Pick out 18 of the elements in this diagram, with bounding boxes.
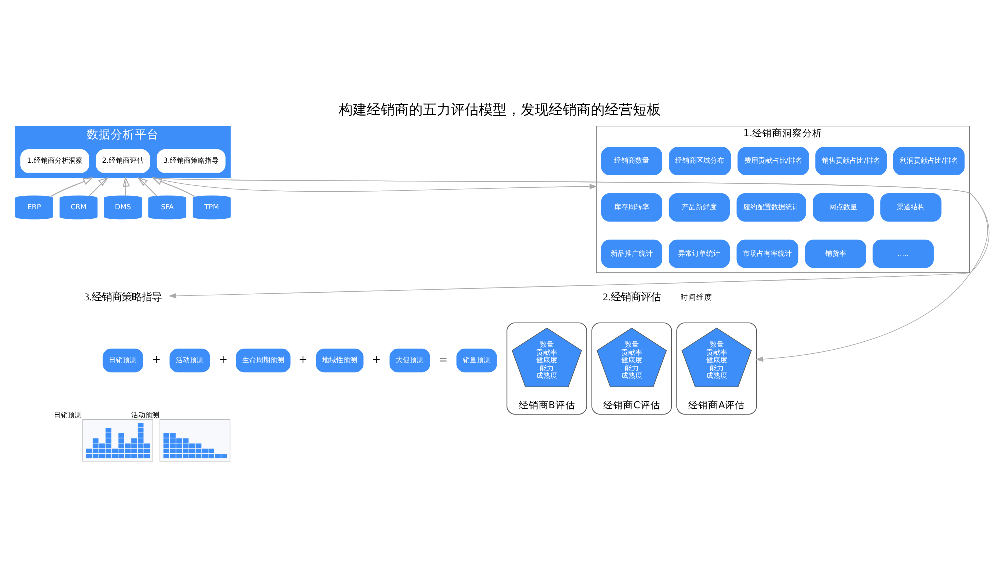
label: + [220, 352, 228, 368]
node-text: 3.经销商策略指导 [84, 292, 162, 303]
diagram-title: 构建经销商的五力评估模型，发现经销商的经营短板 [338, 102, 661, 118]
arrow [122, 176, 130, 196]
node-text: 2.经销商评估 [603, 292, 661, 303]
label: = [440, 352, 448, 368]
arrow [50, 176, 94, 197]
arrow [89, 176, 109, 196]
arrow [152, 176, 196, 197]
arrow [153, 177, 988, 362]
node-picture [160, 418, 231, 462]
arrow [153, 177, 598, 192]
label: + [299, 352, 308, 368]
label: + [152, 352, 161, 368]
label: + [372, 352, 381, 368]
node-picture [82, 418, 154, 462]
arrow [138, 176, 158, 196]
arrow [153, 177, 990, 298]
